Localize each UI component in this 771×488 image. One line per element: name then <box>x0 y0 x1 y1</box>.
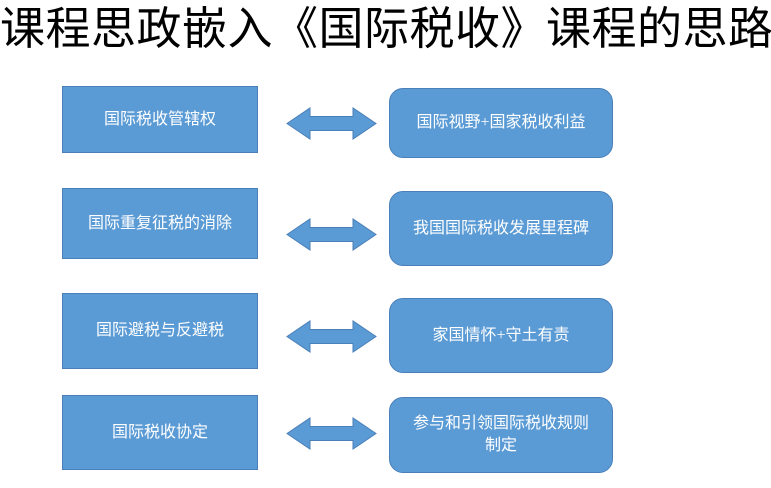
left-topic-box: 国际税收管辖权 <box>62 86 258 153</box>
double-arrow-icon <box>286 417 377 450</box>
right-theme-box: 参与和引领国际税收规则制定 <box>389 397 613 473</box>
double-arrow-icon <box>286 107 377 140</box>
right-theme-box: 家国情怀+守土有责 <box>389 298 613 373</box>
left-topic-box: 国际避税与反避税 <box>62 293 258 369</box>
left-topic-label: 国际税收管辖权 <box>103 110 216 128</box>
left-topic-label: 国际避税与反避税 <box>95 322 224 340</box>
left-topic-label: 国际重复征税的消除 <box>87 214 232 232</box>
right-theme-label: 家国情怀+守土有责 <box>432 326 570 344</box>
double-arrow-icon <box>286 320 377 353</box>
left-topic-box: 国际税收协定 <box>62 395 258 470</box>
right-theme-box: 我国国际税收发展里程碑 <box>389 191 613 266</box>
double-arrow-icon <box>286 218 377 251</box>
right-theme-label: 参与和引领国际税收规则制定 <box>412 415 589 454</box>
left-topic-box: 国际重复征税的消除 <box>62 188 258 259</box>
right-theme-label: 国际视野+国家税收利益 <box>416 114 586 132</box>
left-topic-label: 国际税收协定 <box>111 423 208 441</box>
slide-title: 课程思政嵌入《国际税收》课程的思路 <box>0 4 771 54</box>
right-theme-box: 国际视野+国家税收利益 <box>389 88 613 158</box>
right-theme-label: 我国国际税收发展里程碑 <box>412 219 589 237</box>
